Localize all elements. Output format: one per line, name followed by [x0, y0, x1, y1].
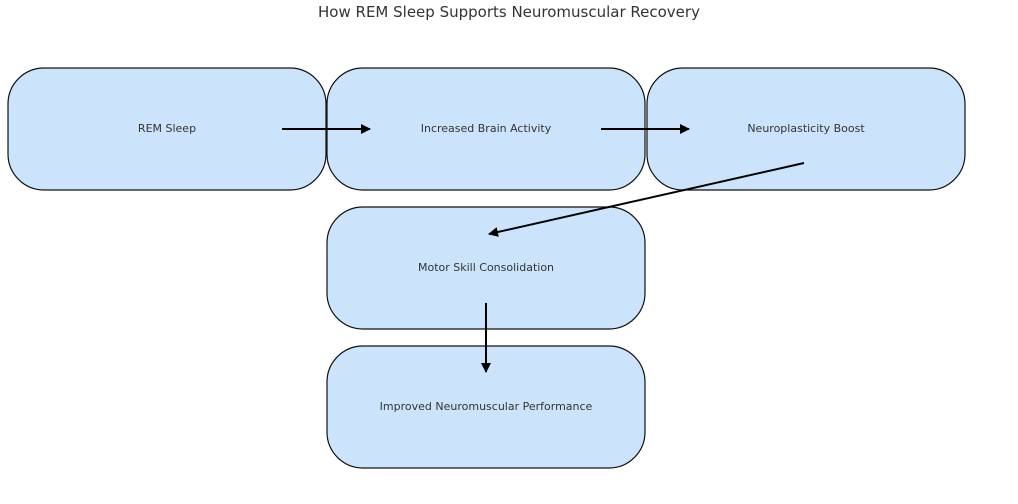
node-label: Increased Brain Activity — [421, 122, 552, 135]
node-label: Improved Neuromuscular Performance — [380, 400, 593, 413]
node-improved-neuromuscular-performance: Improved Neuromuscular Performance — [326, 345, 646, 469]
diagram-title: How REM Sleep Supports Neuromuscular Rec… — [318, 3, 700, 21]
node-label: Neuroplasticity Boost — [747, 122, 865, 135]
node-rem-sleep: REM Sleep — [7, 67, 327, 191]
node-label: Motor Skill Consolidation — [418, 261, 554, 274]
node-label: REM Sleep — [138, 122, 196, 135]
edge-neuro-to-motor — [488, 162, 805, 237]
node-increased-brain-activity: Increased Brain Activity — [326, 67, 646, 191]
node-neuroplasticity-boost: Neuroplasticity Boost — [646, 67, 966, 191]
